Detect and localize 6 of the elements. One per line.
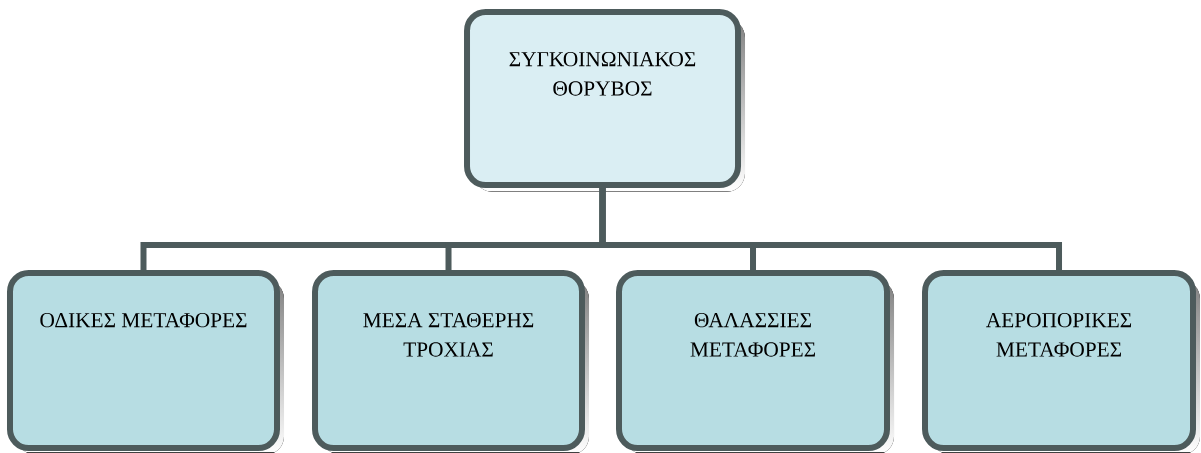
rounded-box: ΑΕΡΟΠΟΡΙΚΕΣ ΜΕΤΑΦΟΡΕΣ bbox=[922, 270, 1200, 453]
rounded-box: ΘΑΛΑΣΣΙΕΣ ΜΕΤΑΦΟΡΕΣ bbox=[616, 270, 894, 453]
connector-line bbox=[599, 188, 1062, 270]
rounded-box: ΣΥΓΚΟΙΝΩΝΙΑΚΟΣ ΘΟΡΥΒΟΣ bbox=[464, 9, 745, 192]
rounded-box: ΟΔΙΚΕΣ ΜΕΤΑΦΟΡΕΣ bbox=[7, 270, 284, 453]
rounded-box: ΜΕΣΑ ΣΤΑΘΕΡΗΣ ΤΡΟΧΙΑΣ bbox=[312, 270, 589, 453]
